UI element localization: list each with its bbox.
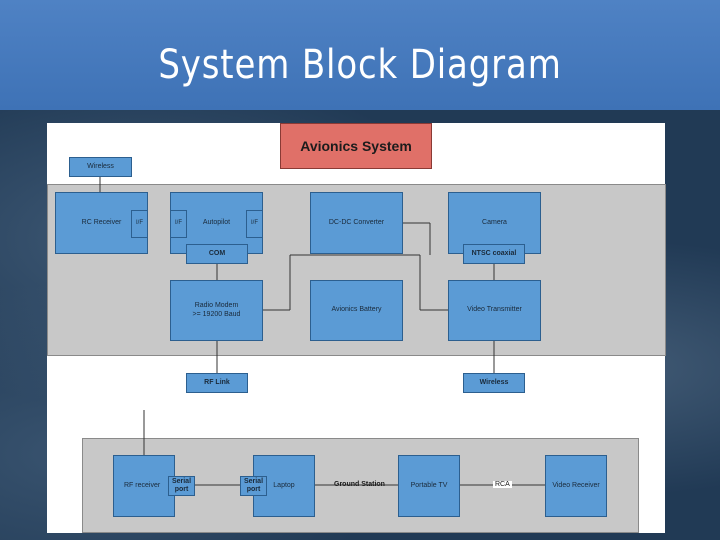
serial-port-b: Serial port xyxy=(240,476,267,496)
com-port-box: COM xyxy=(186,244,248,264)
serial-port-a-line1: Serial xyxy=(171,477,192,485)
autopilot-interface-right: I/F xyxy=(246,210,263,238)
serial-port-b-line2: port xyxy=(246,486,261,493)
rc-receiver-label: RC Receiver xyxy=(81,218,122,226)
avionics-battery-box: Avionics Battery xyxy=(310,280,403,341)
ground-station-label: Ground Station xyxy=(334,481,385,488)
autopilot-label: Autopilot xyxy=(202,218,231,226)
radio-modem-label: Radio Modem xyxy=(194,302,239,310)
radio-modem-baud: >= 19200 Baud xyxy=(192,310,241,318)
rf-receiver-box: RF receiver xyxy=(113,455,175,517)
serial-port-a: Serial port xyxy=(168,476,195,496)
camera-box: Camera xyxy=(448,192,541,254)
slide-title: System Block Diagram xyxy=(158,42,562,88)
ntsc-coaxial-box: NTSC coaxial xyxy=(463,244,525,264)
dcdc-converter-box: DC-DC Converter xyxy=(310,192,403,254)
video-transmitter-box: Video Transmitter xyxy=(448,280,541,341)
title-bar: System Block Diagram xyxy=(0,0,720,110)
rf-link-box: RF Link xyxy=(186,373,248,393)
serial-port-a-line2: port xyxy=(174,486,189,493)
radio-modem-box: Radio Modem >= 19200 Baud xyxy=(170,280,263,341)
wireless-mid-box: Wireless xyxy=(463,373,525,393)
wireless-top-box: Wireless xyxy=(69,157,132,177)
video-receiver-box: Video Receiver xyxy=(545,455,607,517)
autopilot-interface-left: I/F xyxy=(170,210,187,238)
rc-interface-port: I/F xyxy=(131,210,148,238)
serial-port-b-line1: Serial xyxy=(243,477,264,485)
avionics-system-box: Avionics System xyxy=(280,123,432,169)
rca-label: RCA xyxy=(493,481,512,488)
portable-tv-box: Portable TV xyxy=(398,455,460,517)
